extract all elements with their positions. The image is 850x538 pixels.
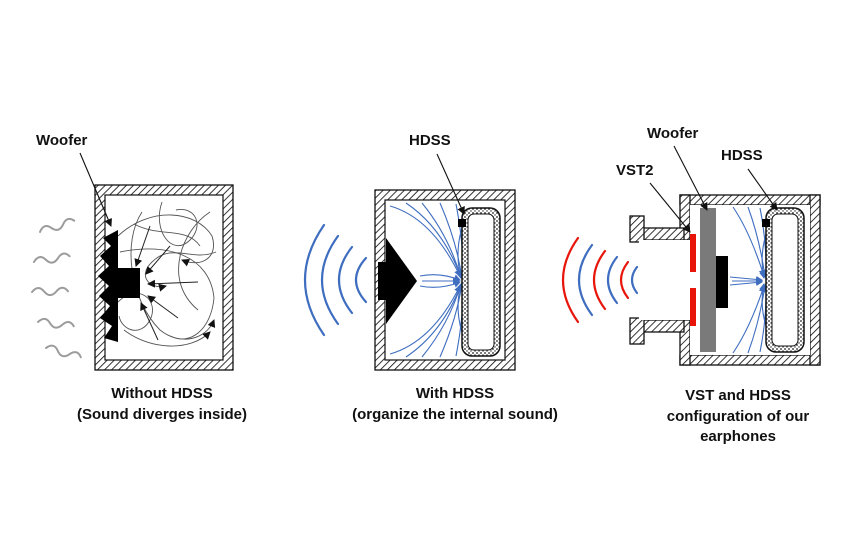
panel3-vst2-pointer-arrow [649,182,691,233]
panel2-caption-line2: (organize the internal sound) [352,405,558,423]
panel3-hdss-module [762,207,805,353]
panel3-vst2-label: VST2 [616,162,654,179]
panel1-gray-sound-waves [31,217,82,359]
panel3-caption-line1: VST and HDSS [685,387,791,404]
panel3-vst2-bar [690,234,696,326]
panel2-hdss-label: HDSS [409,132,451,149]
panel1-woofer-label: Woofer [36,132,88,149]
panel2-caption-line1: With HDSS [415,385,495,402]
panel1-caption-line2: (Sound diverges inside) [76,405,248,423]
panel3-woofer-pointer-arrow [673,145,708,211]
panel3-sound-wave-arcs [561,236,639,324]
panel3-woofer-driver [700,208,728,352]
panel3-caption: VST and HDSS configuration of our earpho… [628,386,848,448]
panel2-sound-wave-arcs [303,223,368,337]
panel2-hdss-module [458,207,501,357]
panel3-hdss-pointer-arrow [747,168,778,211]
panel3-caption-line2: configuration of our [666,407,810,425]
panel3-hdss-label: HDSS [721,147,763,164]
panel3-caption-line3: earphones [700,428,776,446]
panel3-woofer-label: Woofer [647,125,699,142]
panel2-caption: With HDSS (organize the internal sound) [325,384,585,425]
panel1-woofer-cone [98,230,140,342]
panel2-hdss-pointer-arrow [436,153,465,215]
panel1-caption: Without HDSS (Sound diverges inside) [40,384,284,425]
panel1-woofer-pointer-arrow [79,152,112,227]
panel1-caption-line1: Without HDSS [111,385,213,402]
panel2-woofer-cone [378,238,417,324]
